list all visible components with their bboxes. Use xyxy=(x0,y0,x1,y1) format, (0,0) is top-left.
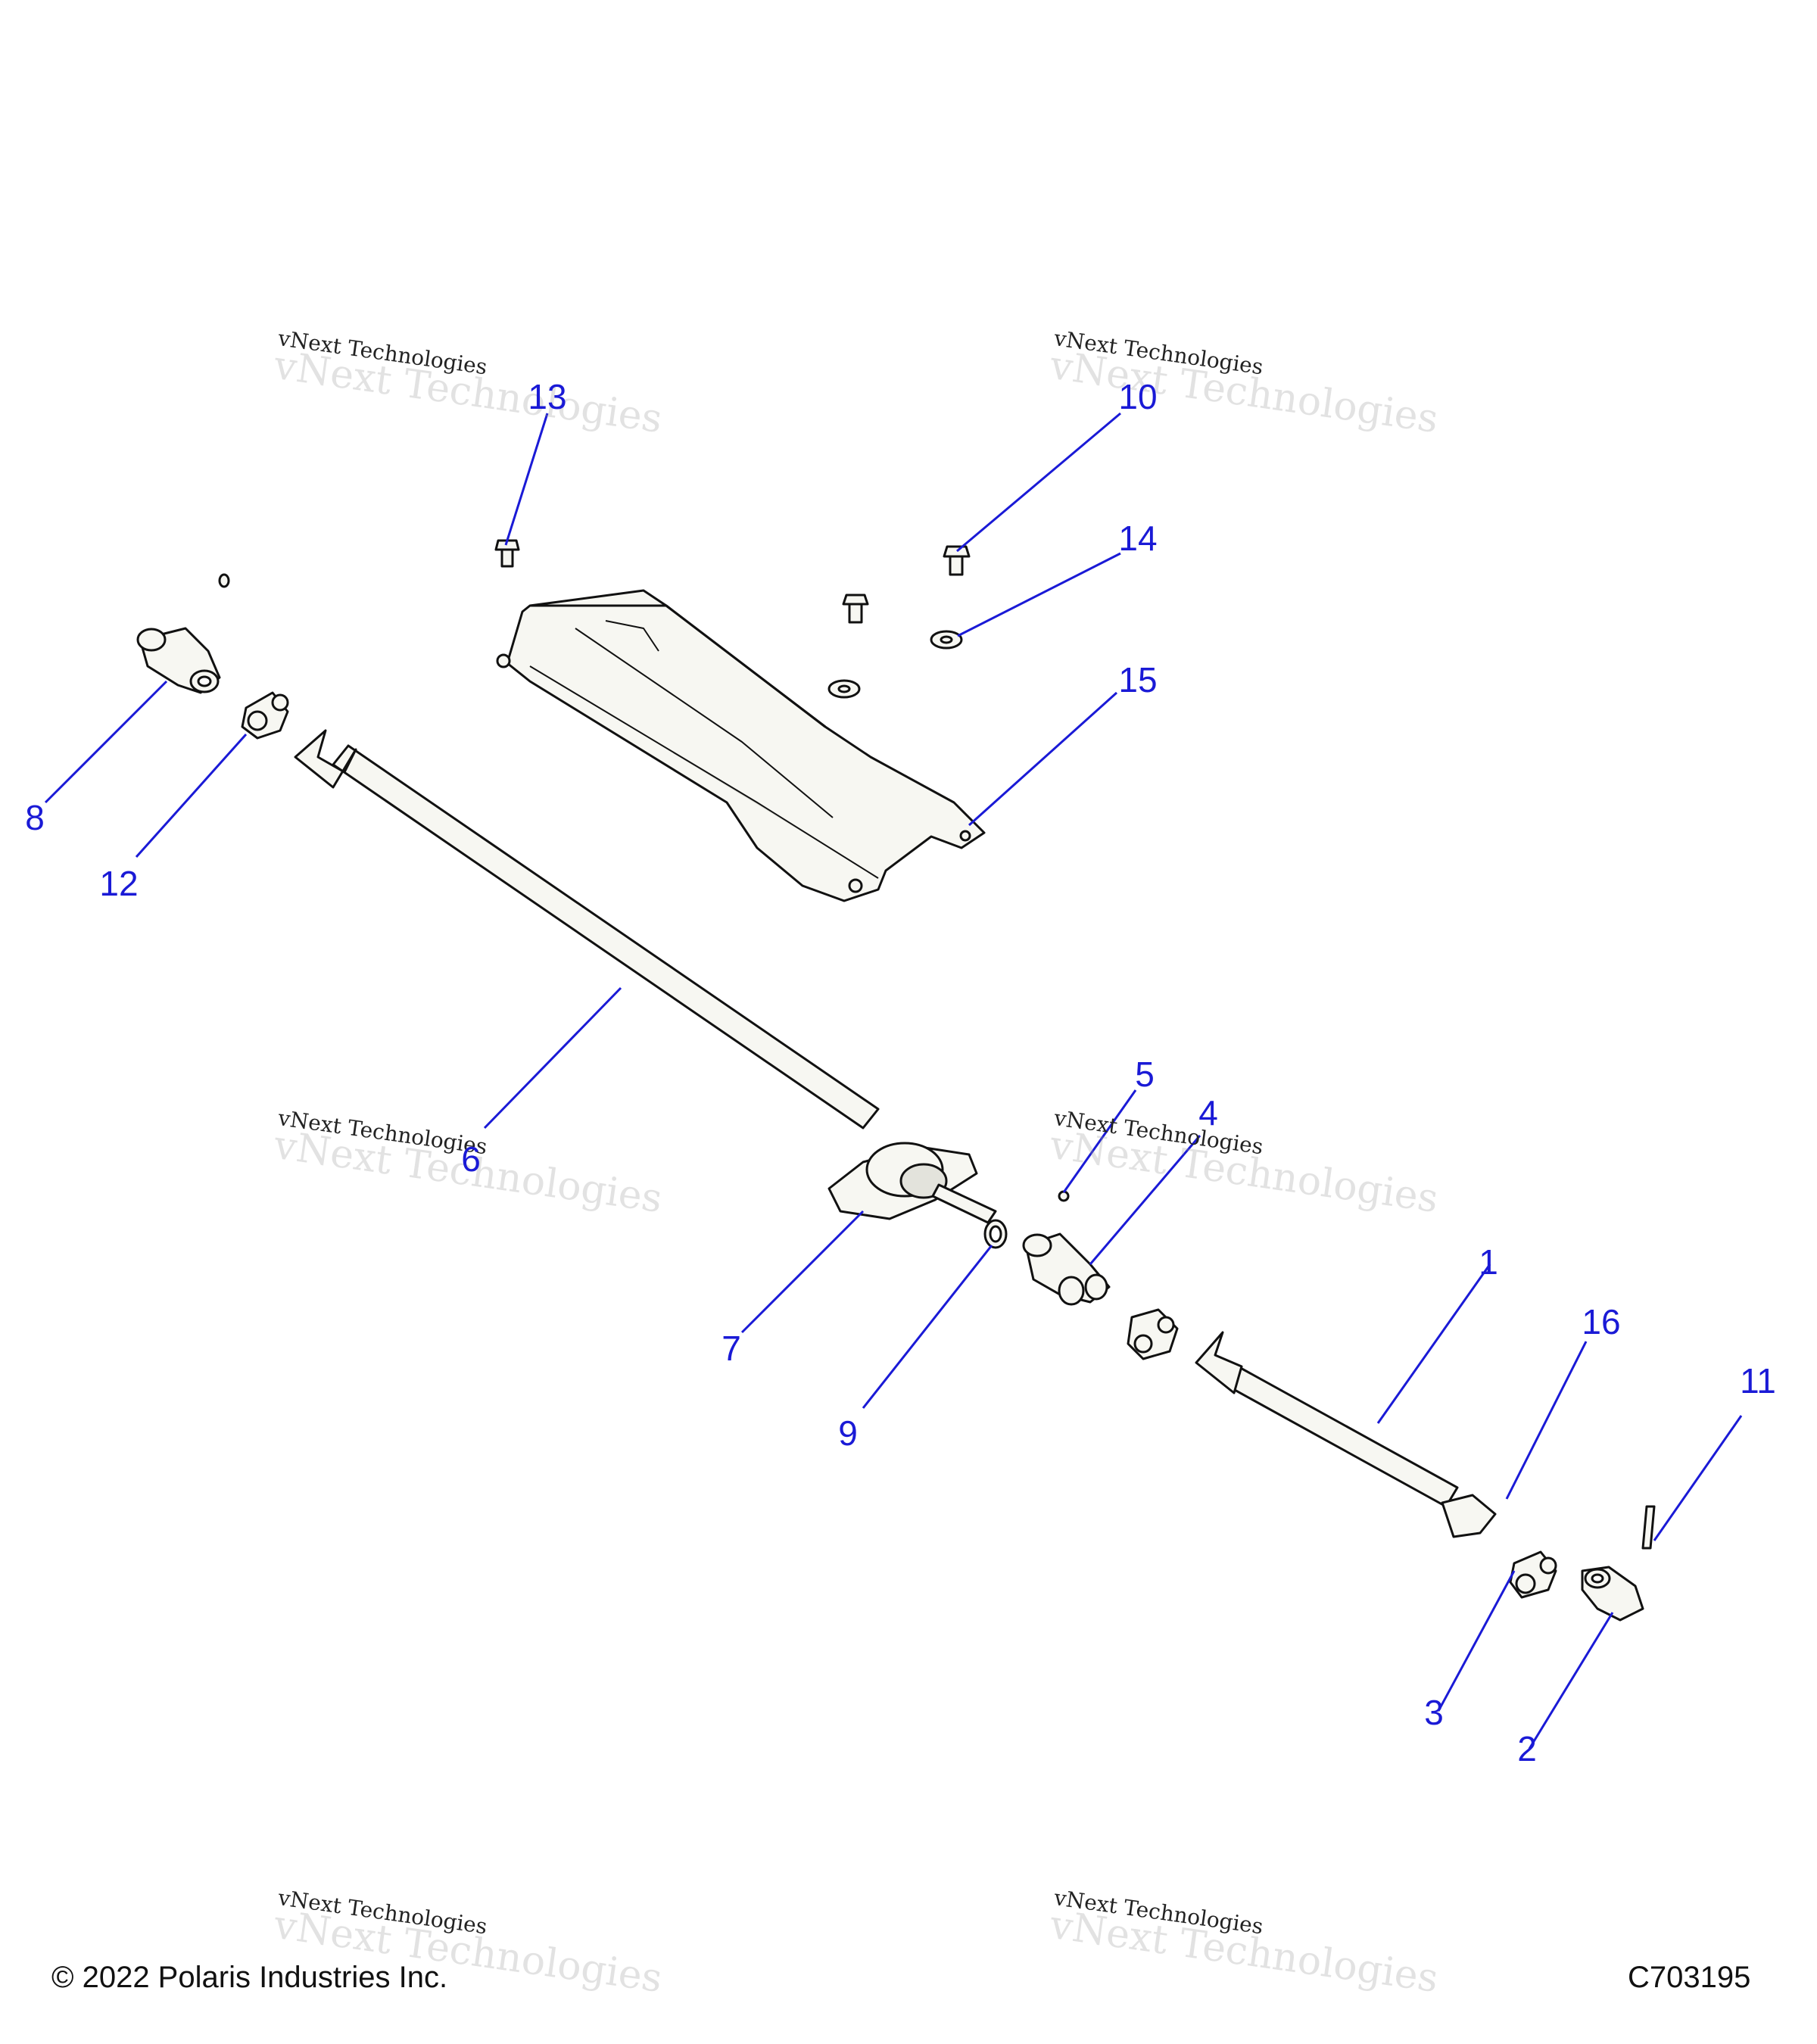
callout-1: 1 xyxy=(1479,1242,1498,1282)
callout-10: 10 xyxy=(1118,377,1158,416)
u-joint-part-3 xyxy=(1509,1550,1557,1599)
bolt-part-10 xyxy=(943,545,971,576)
carrier-bearing-part-7 xyxy=(827,1142,997,1224)
washer-part-14 xyxy=(930,630,963,650)
callout-13: 13 xyxy=(528,377,567,416)
callout-5: 5 xyxy=(1135,1055,1155,1094)
callout-8: 8 xyxy=(25,798,45,837)
callout-11: 11 xyxy=(1740,1361,1776,1401)
callout-7: 7 xyxy=(722,1329,741,1368)
shaft-cover-part-15 xyxy=(496,589,986,902)
callout-14: 14 xyxy=(1118,519,1158,558)
callout-6: 6 xyxy=(461,1139,481,1179)
diagram-code: C703195 xyxy=(1628,1961,1751,1994)
slip-yoke-part-4 xyxy=(1022,1232,1111,1306)
ball-part-5 xyxy=(1058,1190,1070,1202)
drive-shaft-part-6 xyxy=(294,729,880,1129)
callout-15: 15 xyxy=(1118,660,1158,700)
u-joint-center xyxy=(1127,1308,1179,1360)
callout-16: 16 xyxy=(1582,1302,1621,1341)
grease-fitting xyxy=(218,573,230,588)
ring-part-9 xyxy=(983,1219,1008,1249)
pin-part-11 xyxy=(1641,1505,1656,1550)
washer-part-14-b xyxy=(827,679,861,699)
bolt-part-13 xyxy=(494,539,520,568)
leader-lines xyxy=(44,412,1743,1750)
drive-shaft-part-1 xyxy=(1195,1331,1497,1538)
callout-3: 3 xyxy=(1424,1693,1444,1732)
callout-4: 4 xyxy=(1198,1093,1218,1133)
yoke-part-8 xyxy=(136,627,221,694)
u-joint-part-12 xyxy=(241,691,289,740)
callout-2: 2 xyxy=(1517,1729,1537,1768)
callout-9: 9 xyxy=(838,1413,858,1453)
bolt-part-10-b xyxy=(842,594,869,624)
yoke-part-2 xyxy=(1581,1566,1644,1622)
callout-12: 12 xyxy=(99,864,139,903)
copyright-text: © 2022 Polaris Industries Inc. xyxy=(51,1961,448,1994)
